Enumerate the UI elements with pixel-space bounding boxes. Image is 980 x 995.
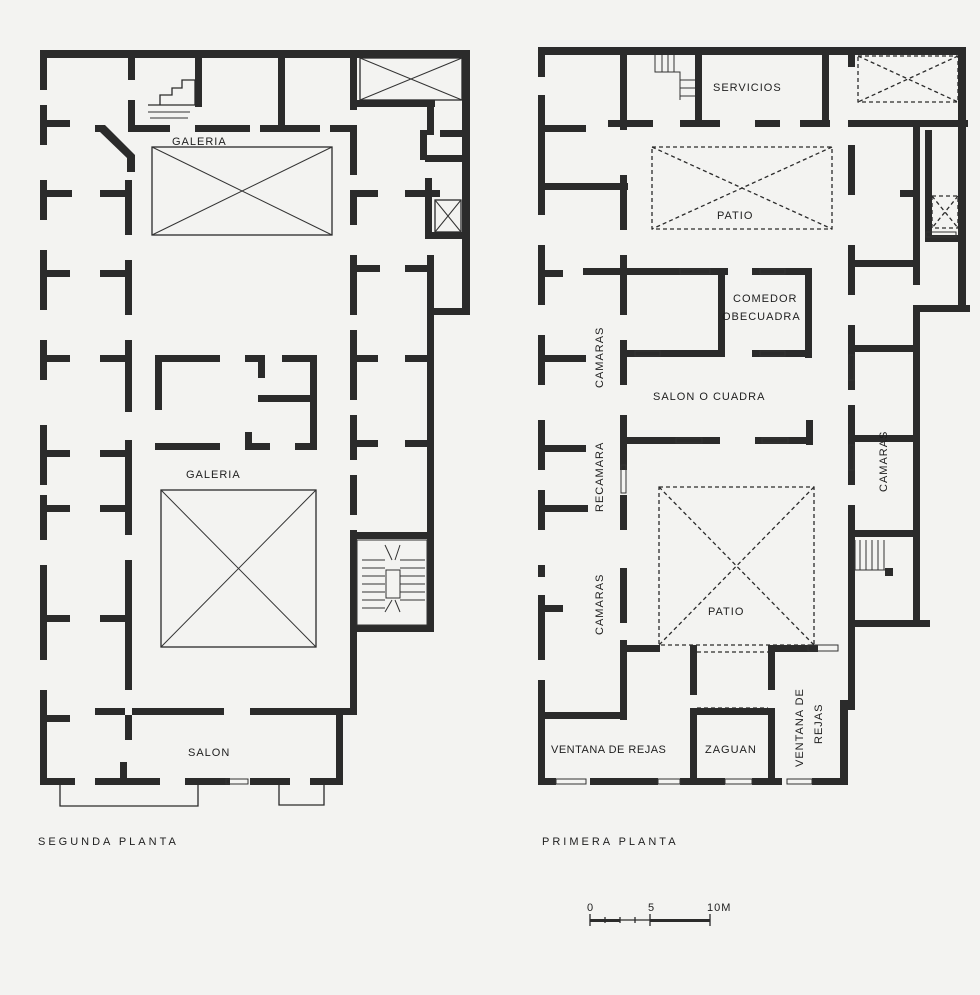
salon-cuadra-label: SALON O CUADRA — [653, 391, 765, 403]
staircase-icon — [654, 55, 695, 100]
patio-top-label: PATIO — [717, 210, 753, 222]
scale-5: 5 — [648, 902, 655, 914]
segunda-planta — [40, 50, 470, 807]
zaguan-label: ZAGUAN — [705, 744, 757, 756]
scale-10m: 10M — [707, 902, 731, 914]
galeria-mid-label: GALERIA — [186, 469, 241, 481]
scale-0: 0 — [587, 902, 594, 914]
servicios-label: SERVICIOS — [713, 82, 782, 94]
patio-bottom-label: PATIO — [708, 606, 744, 618]
camaras-left-top-label: CAMARAS — [594, 327, 606, 388]
primera-planta — [538, 47, 970, 785]
ventana-left-label: VENTANA DE REJAS — [551, 744, 666, 756]
primera-planta-title: PRIMERA PLANTA — [542, 836, 679, 848]
segunda-planta-title: SEGUNDA PLANTA — [38, 836, 179, 848]
camaras-left-bottom-label: CAMARAS — [594, 574, 606, 635]
ventana-right-label-2: REJAS — [813, 704, 825, 744]
recamara-label: RECAMARA — [594, 442, 606, 512]
scale-bar: 0 5 10M — [587, 902, 731, 926]
ventana-right-label-1: VENTANA DE — [794, 688, 806, 767]
obecuadra-label: OBECUADRA — [722, 311, 801, 323]
comedor-label: COMEDOR — [733, 293, 797, 305]
salon-label: SALON — [188, 747, 230, 759]
staircase-icon — [356, 539, 428, 626]
galeria-top-label: GALERIA — [172, 136, 227, 148]
staircase-icon — [854, 540, 893, 576]
camaras-right-label: CAMARAS — [878, 431, 890, 492]
